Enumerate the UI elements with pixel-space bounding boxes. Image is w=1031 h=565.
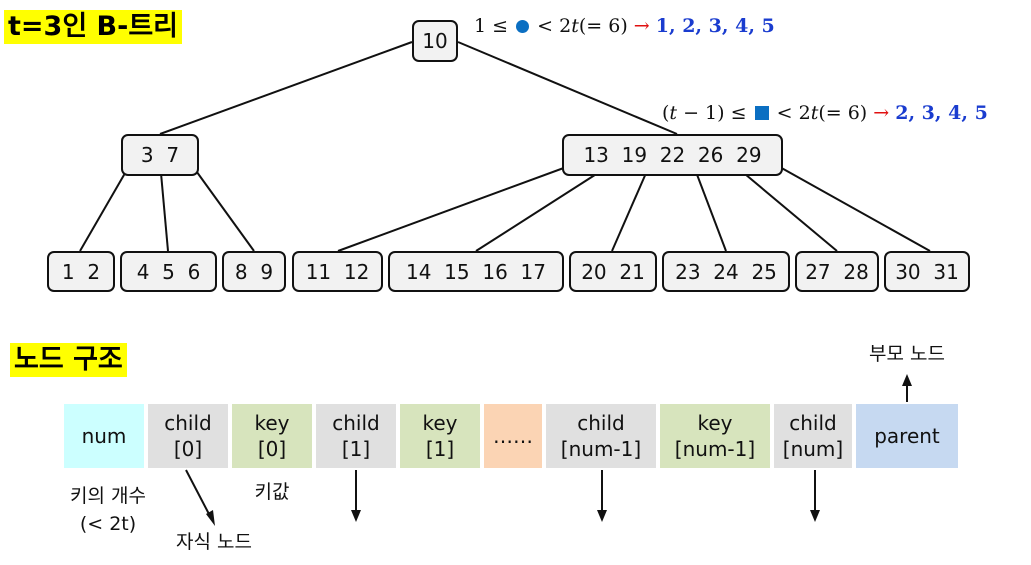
cell-parent: parent: [856, 404, 958, 468]
edge-l1a-2: [193, 167, 255, 252]
parent-note: 부모 노드: [869, 343, 945, 365]
structure-title: 노드 구조: [10, 343, 127, 377]
formula-t: t: [669, 102, 678, 124]
edge-root-right: [457, 41, 678, 135]
leaf-node: 20 21: [569, 251, 657, 292]
edge-l1a-1: [159, 161, 169, 252]
formula-t: t: [810, 102, 819, 124]
arrowhead-parent: [902, 374, 912, 386]
formula-paren: (= 6): [818, 102, 868, 124]
arrowhead-child-num: [810, 510, 820, 522]
cell-key-0: key [0]: [232, 404, 312, 468]
formula-right-prefix: < 2: [537, 15, 572, 37]
arrowhead-child1: [351, 510, 361, 522]
formula-left: 1 ≤: [474, 15, 509, 37]
cell-key-num-1: key [num-1]: [660, 404, 770, 468]
cell-child-num: child [num]: [774, 404, 852, 468]
cell-child-0: child [0]: [148, 404, 228, 468]
cell-ellipsis: ……: [484, 404, 542, 468]
arrow-num-child0: [185, 469, 211, 517]
leaf-node: 4 5 6: [120, 251, 217, 292]
arrowhead-child0: [206, 510, 215, 526]
leaf-node: 27 28: [795, 251, 879, 292]
internal-key-count-formula: (t − 1) ≤ < 2t(= 6) → 2, 3, 4, 5: [662, 102, 988, 124]
cell-child-1: child [1]: [316, 404, 396, 468]
formula-t: t: [571, 15, 579, 37]
red-arrow-icon: →: [873, 102, 890, 124]
root-node: 10: [412, 20, 458, 62]
leaf-node: 30 31: [884, 251, 970, 292]
internal-node-right: 13 19 22 26 29: [562, 134, 783, 176]
edge-l1b-1: [475, 163, 613, 252]
leaf-node: 23 24 25: [662, 251, 790, 292]
key-note: 키값: [254, 481, 290, 503]
cell-child-num-1: child [num-1]: [546, 404, 656, 468]
red-arrow-icon: →: [633, 15, 650, 37]
edge-l1b-4: [732, 163, 838, 252]
formula-right-prefix: < 2: [776, 102, 811, 124]
square-marker-icon: [754, 106, 769, 120]
edge-l1b-3: [692, 163, 727, 252]
cell-num: num: [64, 404, 144, 468]
formula-left-open: (: [662, 102, 670, 124]
num-note: 키의 개수 (< 2t): [70, 485, 146, 535]
arrowhead-child-num-1: [597, 510, 607, 522]
edge-l1a-0: [79, 167, 129, 252]
edge-root-left: [159, 41, 413, 135]
edge-l1b-0: [337, 161, 581, 252]
formula-values: 1, 2, 3, 4, 5: [655, 15, 775, 37]
leaf-node: 8 9: [222, 251, 286, 292]
circle-marker-icon: [516, 20, 530, 33]
cell-key-1: key [1]: [400, 404, 480, 468]
leaf-node: 1 2: [47, 251, 115, 292]
leaf-node: 14 15 16 17: [388, 251, 564, 292]
tree-title: t=3인 B-트리: [4, 10, 183, 44]
edge-l1b-2: [611, 163, 651, 252]
child-note: 자식 노드: [176, 531, 252, 553]
edge-l1b-5: [777, 165, 931, 252]
internal-node-left: 3 7: [121, 134, 199, 176]
leaf-node: 11 12: [292, 251, 383, 292]
formula-left-rest: − 1) ≤: [677, 102, 747, 124]
root-key-count-formula: 1 ≤ < 2t(= 6) → 1, 2, 3, 4, 5: [474, 15, 775, 37]
formula-values: 2, 3, 4, 5: [895, 102, 988, 124]
formula-paren: (= 6): [578, 15, 628, 37]
